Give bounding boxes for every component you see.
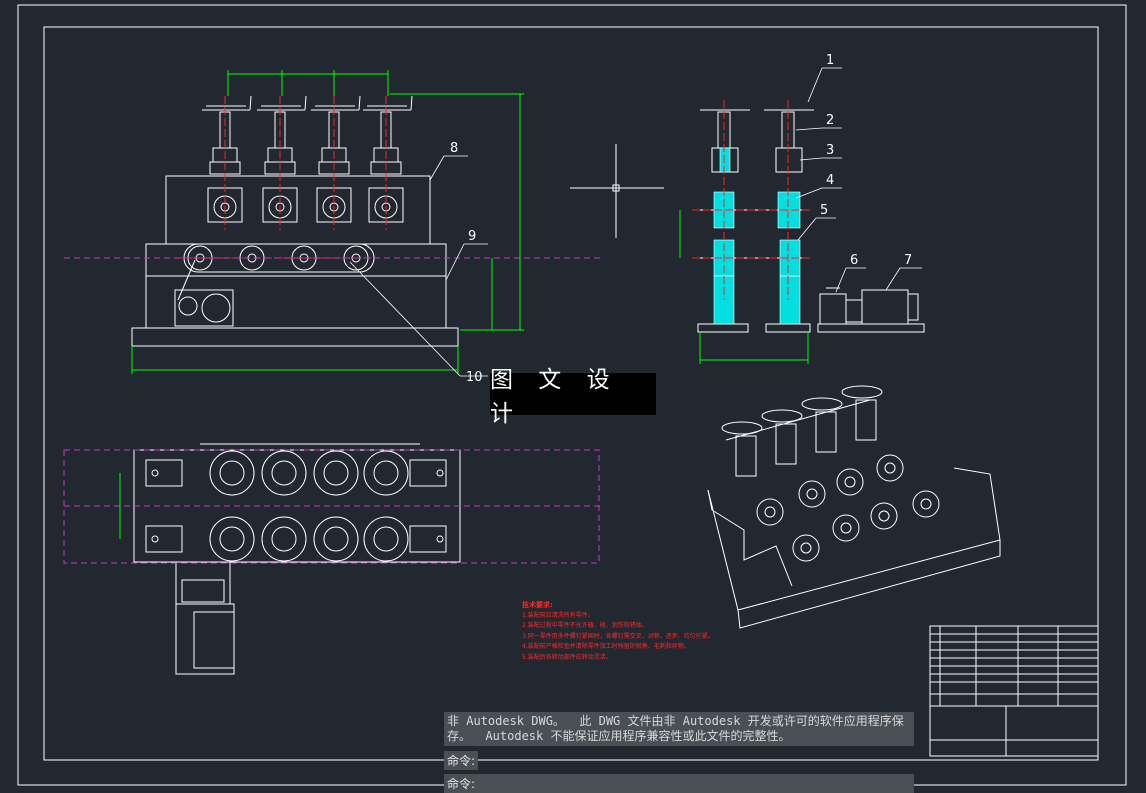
command-history-prompt: 命令: — [444, 751, 479, 770]
notes-title: 技术要求: — [522, 601, 553, 609]
balloon-1: 1 — [826, 53, 834, 68]
command-history-warning: 非 Autodesk DWG。 此 DWG 文件由非 Autodesk 开发或许… — [444, 712, 914, 746]
note-item: 3.同一零件用多件螺钉紧固时，各螺钉需交叉、对称、逐步、均匀拧紧。 — [522, 632, 714, 640]
balloon-4: 4 — [826, 173, 834, 188]
top-view — [133, 443, 461, 675]
side-view — [570, 109, 925, 333]
note-item: 5.装配后各转动部件应转动灵活。 — [522, 653, 612, 661]
section-hatch — [713, 147, 801, 325]
note-item: 1.装配前应清洗所有零件。 — [522, 611, 594, 619]
watermark-stamp: 图 文 设 计 — [490, 367, 656, 427]
balloon-9: 9 — [468, 229, 476, 244]
phantom-lines — [63, 257, 600, 564]
isometric-view — [707, 385, 1001, 629]
balloon-3: 3 — [826, 143, 834, 158]
note-item: 2.装配过程中零件不允许磕、碰、划伤和锈蚀。 — [522, 622, 648, 629]
command-window: 非 Autodesk DWG。 此 DWG 文件由非 Autodesk 开发或许… — [444, 712, 914, 793]
balloon-6: 6 — [850, 253, 858, 268]
leaders — [349, 67, 922, 377]
title-block — [929, 625, 1099, 757]
front-view — [131, 95, 459, 347]
command-input[interactable]: 命令: — [444, 774, 914, 793]
note-item: 4.装配前严格检查并清除零件加工时残留的锐角、毛刺和异物。 — [522, 643, 690, 650]
balloon-10: 10 — [466, 370, 483, 385]
dimensions — [119, 70, 809, 539]
balloon-5: 5 — [820, 203, 828, 218]
balloon-7: 7 — [904, 253, 912, 268]
technical-notes: 技术要求: 1.装配前应清洗所有零件。 2.装配过程中零件不允许磕、碰、划伤和锈… — [522, 600, 714, 663]
balloon-2: 2 — [826, 113, 834, 128]
inner-frame — [43, 26, 1099, 761]
balloon-8: 8 — [450, 141, 458, 156]
